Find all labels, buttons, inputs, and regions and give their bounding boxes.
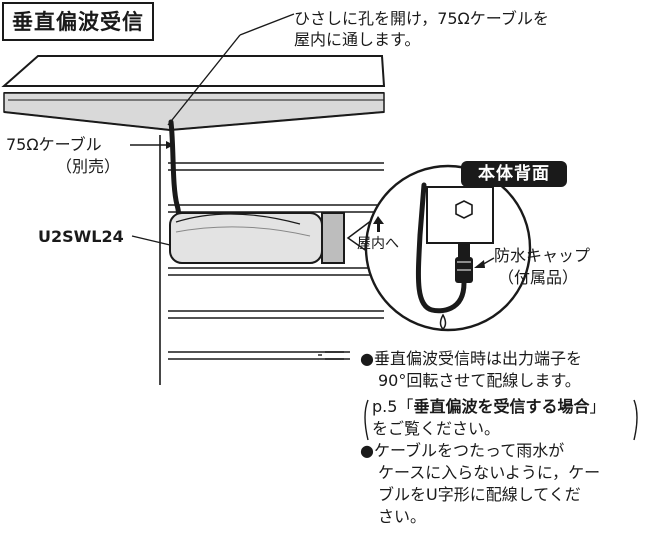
ref-prefix: p.5「 bbox=[372, 397, 414, 416]
ref-title: 垂直偏波を受信する場合 bbox=[413, 397, 590, 416]
ref-bracket-right bbox=[633, 399, 638, 441]
reference-link[interactable]: p.5「垂直偏波を受信する場合」 bbox=[372, 396, 605, 418]
cap-label-line2: （付属品） bbox=[498, 268, 579, 287]
callout-top-line2: 屋内に通します。 bbox=[294, 30, 421, 49]
note-1-line2: 90°回転させて配線します。 bbox=[378, 371, 581, 390]
ref-bracket-left bbox=[364, 399, 369, 441]
leader-lines bbox=[130, 13, 495, 267]
cable-sublabel: （別売） bbox=[56, 157, 121, 176]
note-2: ●ケーブルをつたって雨水が ケースに入らないように，ケー ブルをU字形に配線して… bbox=[360, 440, 600, 528]
cable-arrow-icon bbox=[166, 141, 174, 149]
antenna-unit bbox=[169, 212, 345, 264]
note-1: ●垂直偏波受信時は出力端子を 90°回転させて配線します。 bbox=[360, 348, 582, 392]
note-dashes bbox=[318, 351, 344, 360]
note-2-line1: ●ケーブルをつたって雨水が bbox=[360, 441, 565, 460]
cap-arrow-icon bbox=[474, 260, 485, 268]
reference-line2: をご覧ください。 bbox=[372, 419, 501, 438]
page-title: 垂直偏波受信 bbox=[2, 2, 154, 41]
rear-view-badge: 本体背面 bbox=[461, 161, 567, 187]
ref-suffix: 」 bbox=[589, 397, 606, 416]
cap-label-line1: 防水キャップ bbox=[494, 246, 591, 265]
magnified-rear-view bbox=[346, 164, 532, 332]
note-2-line4: さい。 bbox=[378, 507, 427, 526]
cable-label: 75Ωケーブル bbox=[6, 135, 102, 154]
callout-top-line1: ひさしに孔を開け，75Ωケーブルを bbox=[294, 9, 549, 28]
model-label: U2SWL24 bbox=[38, 227, 124, 246]
note-1-line1: ●垂直偏波受信時は出力端子を bbox=[360, 349, 582, 368]
wall-siding bbox=[159, 135, 384, 385]
note-2-line2: ケースに入らないように，ケー bbox=[378, 463, 601, 482]
note-2-line3: ブルをU字形に配線してくだ bbox=[378, 485, 581, 504]
indoor-label: 屋内へ bbox=[357, 236, 399, 252]
coax-cable bbox=[168, 119, 182, 227]
